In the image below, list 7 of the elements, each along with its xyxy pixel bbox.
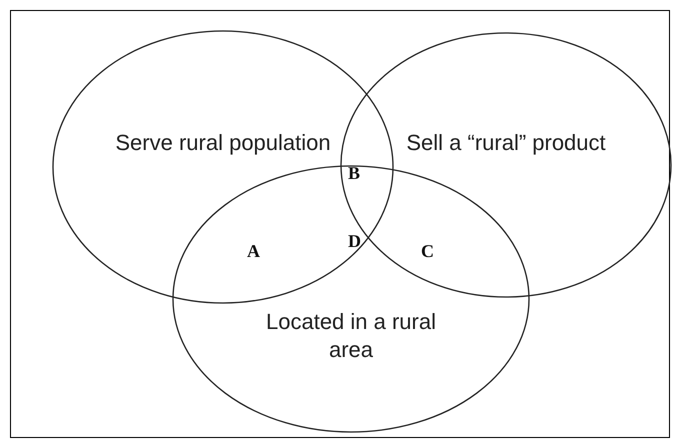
set-label: Serve rural population	[114, 129, 332, 157]
region-letter: A	[247, 241, 260, 262]
set-label: Sell a “rural” product	[405, 129, 607, 157]
set-label: Located in a rural area	[265, 308, 437, 364]
region-letter: D	[348, 231, 361, 252]
region-letter: B	[348, 163, 360, 184]
region-letter: C	[421, 241, 434, 262]
